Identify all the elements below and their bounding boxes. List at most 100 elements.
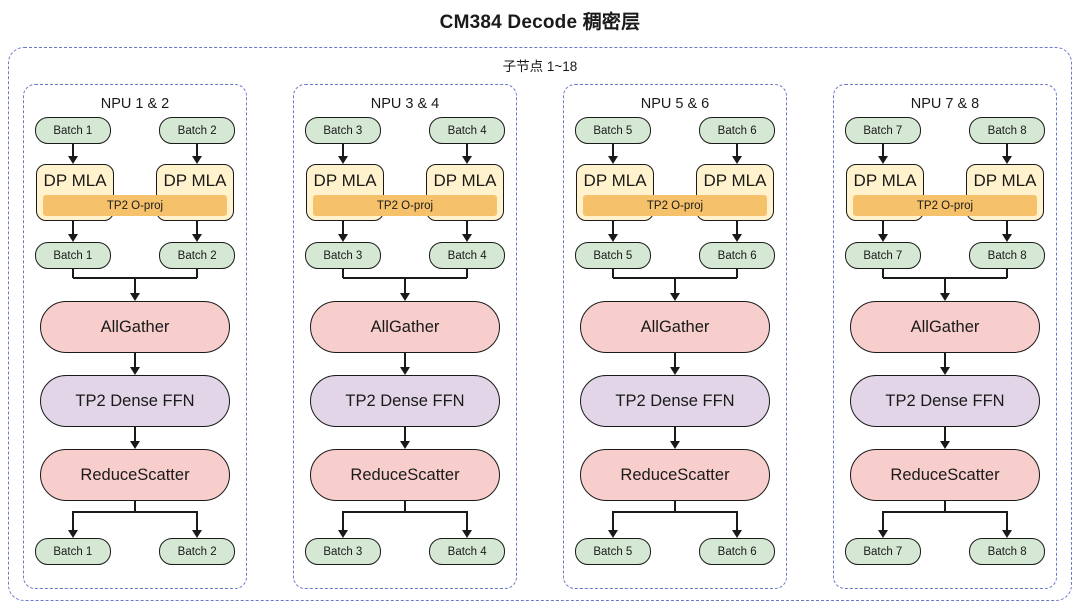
arrow-ffn-to-reducescatter	[834, 427, 1056, 449]
dense-ffn-box: TP2 Dense FFN	[309, 375, 501, 427]
down-arrow	[129, 353, 141, 375]
npu-panel: NPU 3 & 4 Batch 3 Batch 4 DP MLA DP MLA …	[293, 84, 517, 589]
down-arrow	[191, 221, 203, 242]
mid-batch-row: Batch 1 Batch 2	[24, 242, 246, 269]
batch-pill-output-right: Batch 8	[969, 538, 1046, 565]
batch-pill-input-right: Batch 6	[699, 117, 776, 144]
dp-mla-row: DP MLA DP MLA TP2 O-proj	[564, 164, 786, 221]
batch-pill-mid-left: Batch 3	[304, 242, 381, 269]
input-batch-row: Batch 3 Batch 4	[294, 117, 516, 144]
dp-mla-row: DP MLA DP MLA TP2 O-proj	[24, 164, 246, 221]
mid-batch-row: Batch 5 Batch 6	[564, 242, 786, 269]
down-arrow	[67, 511, 79, 538]
reducescatter-box: ReduceScatter	[849, 449, 1041, 501]
connector-line	[882, 511, 1008, 513]
reducescatter-box: ReduceScatter	[309, 449, 501, 501]
output-batch-row: Batch 1 Batch 2	[24, 538, 246, 565]
down-arrow	[939, 427, 951, 449]
down-arrow	[129, 277, 141, 301]
down-arrow	[669, 353, 681, 375]
arrows-mla-to-batch	[294, 221, 516, 242]
arrows-mla-to-batch	[24, 221, 246, 242]
batch-pill-output-right: Batch 4	[429, 538, 506, 565]
down-arrow	[461, 221, 473, 242]
batch-pill-input-right: Batch 8	[969, 117, 1046, 144]
connector-line	[134, 501, 136, 512]
npu-panel: NPU 1 & 2 Batch 1 Batch 2 DP MLA DP MLA …	[23, 84, 247, 589]
batch-pill-mid-left: Batch 1	[34, 242, 111, 269]
batch-pill-input-right: Batch 2	[159, 117, 236, 144]
down-arrow	[399, 277, 411, 301]
down-arrow	[461, 511, 473, 538]
batch-pill-output-left: Batch 7	[844, 538, 921, 565]
tp2-oproj-band: TP2 O-proj	[852, 195, 1038, 216]
down-arrow	[607, 144, 619, 164]
cluster-label: 子节点 1~18	[502, 59, 578, 74]
connector-line	[612, 511, 738, 513]
batch-pill-mid-right: Batch 8	[969, 242, 1046, 269]
arrows-input-to-mla	[564, 144, 786, 164]
dense-ffn-box: TP2 Dense FFN	[39, 375, 231, 427]
tp2-oproj-band: TP2 O-proj	[312, 195, 498, 216]
down-arrow	[607, 511, 619, 538]
output-batch-row: Batch 5 Batch 6	[564, 538, 786, 565]
npu-panel-title: NPU 7 & 8	[910, 96, 980, 112]
batch-pill-mid-right: Batch 6	[699, 242, 776, 269]
down-arrow	[337, 144, 349, 164]
batch-pill-mid-left: Batch 7	[844, 242, 921, 269]
arrows-input-to-mla	[834, 144, 1056, 164]
down-arrow	[877, 221, 889, 242]
connector-line	[674, 501, 676, 512]
reducescatter-box: ReduceScatter	[39, 449, 231, 501]
split-connector	[294, 501, 516, 538]
batch-pill-output-left: Batch 1	[34, 538, 111, 565]
tp2-oproj-band: TP2 O-proj	[42, 195, 228, 216]
batch-pill-input-right: Batch 4	[429, 117, 506, 144]
arrow-allgather-to-ffn	[294, 353, 516, 375]
connector-line	[466, 269, 468, 278]
npu-panel: NPU 5 & 6 Batch 5 Batch 6 DP MLA DP MLA …	[563, 84, 787, 589]
merge-connector	[564, 269, 786, 301]
allgather-box: AllGather	[39, 301, 231, 353]
arrow-allgather-to-ffn	[24, 353, 246, 375]
arrows-input-to-mla	[294, 144, 516, 164]
batch-pill-mid-right: Batch 2	[159, 242, 236, 269]
down-arrow	[731, 221, 743, 242]
down-arrow	[731, 144, 743, 164]
dp-mla-row: DP MLA DP MLA TP2 O-proj	[834, 164, 1056, 221]
dense-ffn-box: TP2 Dense FFN	[579, 375, 771, 427]
connector-line	[342, 511, 468, 513]
connector-line	[611, 269, 614, 278]
down-arrow	[1001, 221, 1013, 242]
batch-pill-input-left: Batch 1	[34, 117, 111, 144]
down-arrow	[67, 221, 79, 242]
down-arrow	[669, 427, 681, 449]
connector-line	[736, 269, 738, 278]
arrows-input-to-mla	[24, 144, 246, 164]
down-arrow	[461, 144, 473, 164]
down-arrow	[129, 427, 141, 449]
arrow-allgather-to-ffn	[564, 353, 786, 375]
down-arrow	[191, 144, 203, 164]
split-connector	[24, 501, 246, 538]
batch-pill-mid-left: Batch 5	[574, 242, 651, 269]
down-arrow	[399, 353, 411, 375]
batch-pill-input-left: Batch 3	[304, 117, 381, 144]
arrow-allgather-to-ffn	[834, 353, 1056, 375]
connector-line	[71, 269, 74, 278]
merge-connector	[24, 269, 246, 301]
connector-line	[944, 501, 946, 512]
npu-panel-title: NPU 5 & 6	[640, 96, 710, 112]
down-arrow	[939, 353, 951, 375]
allgather-box: AllGather	[579, 301, 771, 353]
down-arrow	[1001, 511, 1013, 538]
batch-pill-output-right: Batch 6	[699, 538, 776, 565]
allgather-box: AllGather	[849, 301, 1041, 353]
input-batch-row: Batch 1 Batch 2	[24, 117, 246, 144]
down-arrow	[191, 511, 203, 538]
dense-ffn-box: TP2 Dense FFN	[849, 375, 1041, 427]
down-arrow	[399, 427, 411, 449]
batch-pill-output-left: Batch 5	[574, 538, 651, 565]
batch-pill-input-left: Batch 5	[574, 117, 651, 144]
merge-connector	[294, 269, 516, 301]
